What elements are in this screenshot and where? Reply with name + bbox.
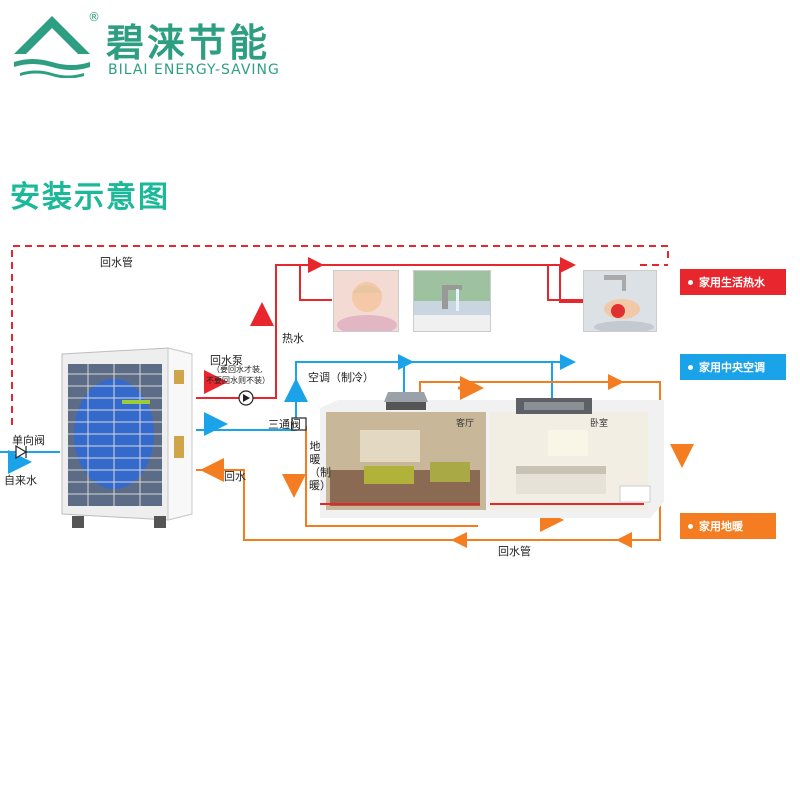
label-return-pipe-top: 回水管 bbox=[100, 256, 133, 269]
photo-baby-bath bbox=[333, 270, 399, 332]
badge-hot-water: 家用生活热水 bbox=[680, 269, 786, 295]
return-pipe-dashed bbox=[11, 245, 669, 425]
badge-floor-heating: 家用地暖 bbox=[680, 513, 776, 539]
badge-floor-heating-text: 家用地暖 bbox=[699, 520, 743, 533]
badge-central-aircon-text: 家用中央空调 bbox=[699, 361, 765, 374]
bullet-dot-icon bbox=[688, 523, 693, 529]
logo bbox=[12, 10, 92, 79]
duct-ac-unit bbox=[516, 396, 592, 416]
room-label-living: 客厅 bbox=[456, 419, 475, 429]
check-valve-icon bbox=[15, 444, 28, 460]
label-aircon: 空调（制冷） bbox=[308, 371, 374, 384]
photo-washing-hands bbox=[583, 270, 657, 332]
registered-mark: ® bbox=[88, 10, 100, 24]
label-return-pump-note1: （要回水才装, bbox=[212, 365, 263, 374]
label-check-valve: 单向阀 bbox=[12, 434, 45, 447]
logo-mountain-icon bbox=[14, 16, 90, 79]
label-return-pump-note2: 不要回水则不装） bbox=[206, 376, 270, 385]
house-cutaway bbox=[320, 400, 664, 518]
bullet-dot-icon bbox=[688, 279, 693, 285]
label-tap-water: 自来水 bbox=[4, 474, 37, 487]
bullet-dot-icon bbox=[688, 364, 693, 370]
page-title: 安装示意图 bbox=[10, 180, 170, 215]
label-return-pipe-bottom: 回水管 bbox=[498, 545, 531, 558]
three-way-valve-icon bbox=[291, 417, 307, 431]
badge-hot-water-text: 家用生活热水 bbox=[699, 276, 765, 289]
floor-heating-line bbox=[305, 426, 478, 527]
badge-central-aircon: 家用中央空调 bbox=[680, 354, 786, 380]
ceiling-cassette-ac bbox=[384, 388, 428, 412]
label-return-pump: 回水泵 bbox=[210, 354, 243, 367]
label-three-way-valve: 三通阀 bbox=[268, 418, 301, 431]
photo-water-faucet bbox=[413, 270, 491, 332]
label-hot-water: 热水 bbox=[282, 332, 304, 345]
label-return-water: 回水 bbox=[224, 470, 246, 483]
brand-name-cn: 碧涞节能 bbox=[106, 21, 271, 65]
label-floor-heating: 地暖（制暖） bbox=[309, 440, 331, 492]
heat-pump-unit bbox=[58, 344, 196, 530]
brand-name-en: BILAI ENERGY-SAVING bbox=[108, 62, 280, 78]
room-label-bedroom: 卧室 bbox=[590, 419, 609, 429]
